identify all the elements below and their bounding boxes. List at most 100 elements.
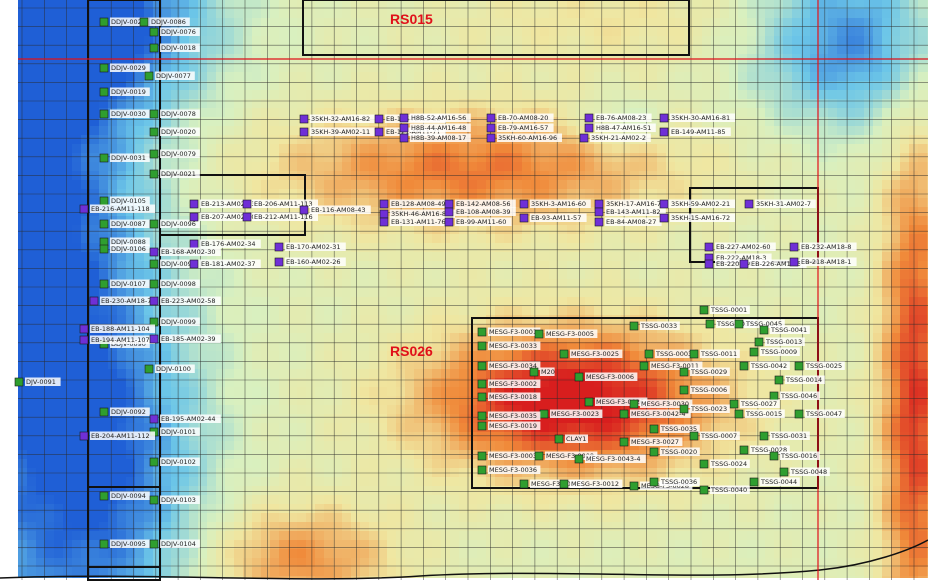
purple-well-marker[interactable]	[579, 133, 589, 143]
green-well-marker[interactable]	[619, 437, 629, 447]
well-marker[interactable]: MESG-F3-0011	[639, 361, 703, 371]
well-marker[interactable]: DDJV-0107	[99, 279, 150, 289]
well-marker[interactable]: DDJV-0020	[149, 127, 200, 137]
green-well-marker[interactable]	[679, 404, 689, 414]
purple-well-marker[interactable]	[594, 207, 604, 217]
purple-well-marker[interactable]	[486, 113, 496, 123]
well-marker[interactable]: MESG-F3-0006	[574, 372, 638, 382]
well-marker[interactable]: TSSG-0014	[774, 375, 825, 385]
well-marker[interactable]: EB-216-AM11-118	[79, 204, 155, 214]
well-marker[interactable]: EB-84-AM08-27	[594, 217, 662, 227]
well-marker[interactable]: MESG-F3-0012	[559, 479, 623, 489]
well-marker[interactable]: TSSG-0007	[689, 431, 740, 441]
purple-well-marker[interactable]	[274, 257, 284, 267]
well-marker[interactable]: DJV-0091	[14, 377, 61, 387]
well-marker[interactable]: EB-188-AM11-104	[79, 324, 155, 334]
green-well-marker[interactable]	[99, 244, 109, 254]
green-well-marker[interactable]	[99, 63, 109, 73]
green-well-marker[interactable]	[794, 409, 804, 419]
well-marker[interactable]: MESG-F3-0002	[477, 379, 541, 389]
green-well-marker[interactable]	[759, 325, 769, 335]
green-well-marker[interactable]	[149, 149, 159, 159]
green-well-marker[interactable]	[559, 349, 569, 359]
well-marker[interactable]: MESG-F3-0008	[534, 451, 598, 461]
well-marker[interactable]: MESG-F3-0042-4	[619, 409, 691, 419]
green-well-marker[interactable]	[477, 327, 487, 337]
purple-well-marker[interactable]	[486, 133, 496, 143]
well-marker[interactable]: EB-76-AM08-23	[584, 113, 652, 123]
green-well-marker[interactable]	[99, 407, 109, 417]
well-marker[interactable]: EB-170-AM02-31	[274, 242, 346, 252]
well-marker[interactable]: EB-79-AM16-57	[486, 123, 554, 133]
well-marker[interactable]: DDJV-0031	[99, 153, 150, 163]
well-marker[interactable]: MESG-F3-0026	[584, 397, 648, 407]
green-well-marker[interactable]	[149, 539, 159, 549]
well-marker[interactable]: MESG-F3-0018	[477, 392, 541, 402]
well-marker[interactable]: TSSG-0015	[734, 409, 785, 419]
green-well-marker[interactable]	[779, 467, 789, 477]
well-marker[interactable]: TSSG-0041	[759, 325, 810, 335]
well-marker[interactable]: EB-207-AM02-50	[189, 212, 261, 222]
green-well-marker[interactable]	[749, 477, 759, 487]
green-well-marker[interactable]	[149, 457, 159, 467]
green-well-marker[interactable]	[574, 372, 584, 382]
well-marker[interactable]: TSSG-0027	[729, 399, 780, 409]
well-marker[interactable]: DDJV-0077	[144, 71, 195, 81]
green-well-marker[interactable]	[99, 279, 109, 289]
green-well-marker[interactable]	[144, 364, 154, 374]
well-marker[interactable]: TSSG-0035	[649, 424, 700, 434]
well-marker[interactable]: MESG-F3-0019	[477, 421, 541, 431]
green-well-marker[interactable]	[699, 459, 709, 469]
well-marker[interactable]: EB-128-AM08-49	[379, 199, 451, 209]
well-marker[interactable]: MESG-F3-0035	[477, 411, 541, 421]
purple-well-marker[interactable]	[789, 257, 799, 267]
green-well-marker[interactable]	[649, 447, 659, 457]
green-well-marker[interactable]	[699, 485, 709, 495]
green-well-marker[interactable]	[539, 409, 549, 419]
well-marker[interactable]: DDJV-0101	[149, 427, 200, 437]
green-well-marker[interactable]	[649, 477, 659, 487]
green-well-marker[interactable]	[99, 491, 109, 501]
well-marker[interactable]: EB-70-AM08-20	[486, 113, 554, 123]
well-marker[interactable]: TSSG-0009	[749, 347, 800, 357]
purple-well-marker[interactable]	[519, 199, 529, 209]
green-well-marker[interactable]	[574, 454, 584, 464]
well-marker[interactable]: DDJV-0095	[99, 539, 150, 549]
purple-well-marker[interactable]	[242, 199, 252, 209]
purple-well-marker[interactable]	[274, 242, 284, 252]
purple-well-marker[interactable]	[299, 127, 309, 137]
purple-well-marker[interactable]	[89, 296, 99, 306]
purple-well-marker[interactable]	[486, 123, 496, 133]
well-marker[interactable]: TSSG-0006	[679, 385, 730, 395]
green-well-marker[interactable]	[679, 367, 689, 377]
green-well-marker[interactable]	[99, 87, 109, 97]
well-marker[interactable]: MESG-F3-0036	[477, 465, 541, 475]
well-marker[interactable]: TSSG-0001	[699, 305, 750, 315]
green-well-marker[interactable]	[477, 379, 487, 389]
green-well-marker[interactable]	[699, 305, 709, 315]
purple-well-marker[interactable]	[189, 199, 199, 209]
well-marker[interactable]: TSSG-0033	[629, 321, 680, 331]
green-well-marker[interactable]	[584, 397, 594, 407]
well-marker[interactable]: EB-230-AM18-7	[89, 296, 157, 306]
well-marker[interactable]: DDJV-0106	[99, 244, 150, 254]
well-marker[interactable]: TSSG-0045	[734, 319, 785, 329]
well-marker[interactable]: 35KH-32-AM16-82	[299, 114, 375, 124]
purple-well-marker[interactable]	[299, 205, 309, 215]
well-marker[interactable]: DDJV-0087	[99, 219, 150, 229]
well-marker[interactable]: CLAY1	[554, 434, 588, 444]
well-marker[interactable]: EB-194-AM11-107	[79, 335, 155, 345]
purple-well-marker[interactable]	[149, 414, 159, 424]
well-marker[interactable]: MESG-F3-0025	[559, 349, 623, 359]
purple-well-marker[interactable]	[189, 212, 199, 222]
purple-well-marker[interactable]	[374, 127, 384, 137]
well-marker[interactable]: TSSG-0025	[794, 361, 845, 371]
well-marker[interactable]: EB-108-AM08-39	[444, 207, 516, 217]
purple-well-marker[interactable]	[374, 114, 384, 124]
green-well-marker[interactable]	[149, 495, 159, 505]
green-well-marker[interactable]	[149, 27, 159, 37]
green-well-marker[interactable]	[644, 349, 654, 359]
green-well-marker[interactable]	[629, 481, 639, 491]
purple-well-marker[interactable]	[379, 209, 389, 219]
green-well-marker[interactable]	[534, 451, 544, 461]
